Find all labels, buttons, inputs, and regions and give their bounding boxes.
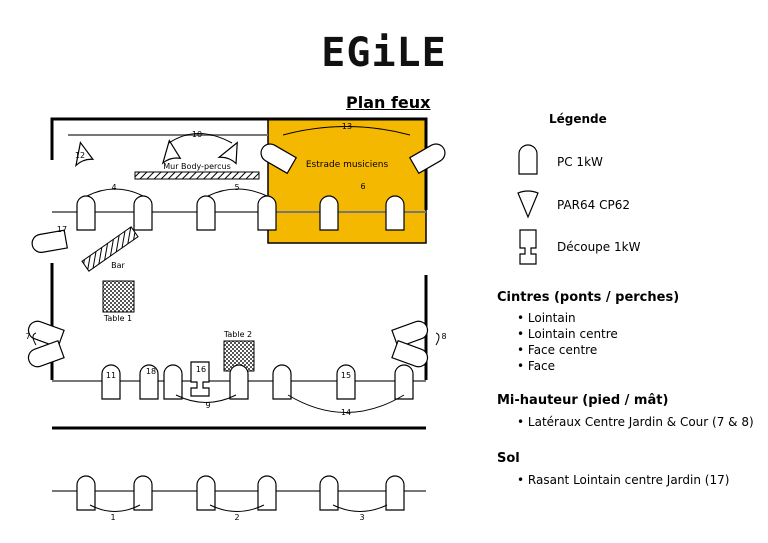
list-item: Lointain — [517, 310, 618, 326]
table2-label: Table 2 — [223, 330, 252, 339]
section-cintres-list: Lointain Lointain centre Face centre Fac… — [517, 310, 618, 374]
num-1: 1 — [110, 513, 115, 522]
par-fixture — [75, 141, 95, 168]
num-8: 8 — [441, 332, 446, 341]
group-arcs — [32, 126, 440, 512]
num-2: 2 — [234, 513, 239, 522]
section-sol-title: Sol — [497, 451, 520, 466]
pc-fixture — [139, 364, 159, 400]
pc-fixture — [76, 475, 96, 511]
pc-fixture — [196, 195, 216, 231]
pc-fixture — [257, 195, 277, 231]
par-fixtures — [75, 139, 238, 168]
section-mihauteur-title: Mi-hauteur (pied / mât) — [497, 393, 669, 408]
pc-fixture — [27, 339, 65, 368]
bar-label: Bar — [111, 261, 125, 270]
num-14: 14 — [341, 408, 351, 417]
num-18: 18 — [146, 367, 156, 376]
legend-item-pc: PC 1kW — [557, 155, 603, 169]
pc-fixture — [319, 195, 339, 231]
legend-item-decoupe: Découpe 1kW — [557, 240, 641, 254]
pc-fixture — [391, 339, 429, 368]
list-item: Rasant Lointain centre Jardin (17) — [517, 472, 730, 488]
pc-fixtures — [27, 143, 446, 511]
list-item: Lointain centre — [517, 326, 618, 342]
legend-item-par64: PAR64 CP62 — [557, 198, 630, 212]
num-7: 7 — [25, 332, 30, 341]
pc-fixture — [272, 364, 292, 400]
num-12: 12 — [75, 151, 85, 160]
mur-label: Mur Body-percus — [163, 162, 231, 171]
lighting-plan: Estrade musiciens Mur Body-percus Bar Ta… — [25, 117, 447, 522]
decoupe-16 — [190, 361, 210, 397]
pc-fixture — [391, 320, 429, 349]
num-10: 10 — [192, 130, 202, 139]
pc-fixture — [229, 364, 249, 400]
pc-fixture — [196, 475, 216, 511]
table1-label: Table 1 — [103, 314, 132, 323]
list-item: Face centre — [517, 342, 618, 358]
decoupe-icon — [519, 229, 537, 265]
plan-title: Plan feux — [346, 93, 431, 112]
pc-fixture — [385, 195, 405, 231]
num-16: 16 — [196, 365, 206, 374]
num-4: 4 — [111, 183, 116, 192]
par64-icon — [517, 190, 539, 219]
num-11: 11 — [106, 371, 116, 380]
bar — [81, 226, 139, 272]
num-3: 3 — [359, 513, 364, 522]
fixture-number-labels: 1 2 3 4 5 6 7 8 9 10 11 12 13 14 15 16 1… — [25, 122, 446, 522]
num-13: 13 — [342, 122, 352, 131]
table-1 — [102, 280, 135, 313]
pc-fixture — [101, 364, 121, 400]
num-6: 6 — [360, 182, 365, 191]
pc-fixture — [408, 143, 446, 175]
egile-logo: EGiLE — [321, 30, 447, 76]
estrade-label: Estrade musiciens — [306, 160, 389, 170]
list-item: Face — [517, 358, 618, 374]
num-17: 17 — [57, 225, 67, 234]
legend-title: Légende — [549, 112, 607, 126]
mur-body-percus — [134, 171, 260, 180]
num-5: 5 — [234, 183, 239, 192]
pc-fixture — [257, 475, 277, 511]
pc-fixture — [133, 195, 153, 231]
pc-fixture — [163, 364, 183, 400]
pc-fixture — [385, 475, 405, 511]
pc-fixture — [133, 475, 153, 511]
section-sol-list: Rasant Lointain centre Jardin (17) — [517, 472, 730, 488]
num-15: 15 — [341, 371, 351, 380]
pc-fixture — [336, 364, 356, 400]
pc-icon — [518, 144, 538, 175]
section-cintres-title: Cintres (ponts / perches) — [497, 290, 680, 305]
section-mihauteur-list: Latéraux Centre Jardin & Cour (7 & 8) — [517, 414, 754, 430]
pc-fixture — [394, 364, 414, 400]
num-9: 9 — [205, 401, 210, 410]
list-item: Latéraux Centre Jardin & Cour (7 & 8) — [517, 414, 754, 430]
par-fixture — [217, 141, 238, 165]
pc-fixture — [319, 475, 339, 511]
pc-fixture — [260, 143, 298, 175]
pc-fixture — [31, 229, 68, 253]
par-fixture — [161, 139, 182, 165]
pc-fixture — [76, 195, 96, 231]
